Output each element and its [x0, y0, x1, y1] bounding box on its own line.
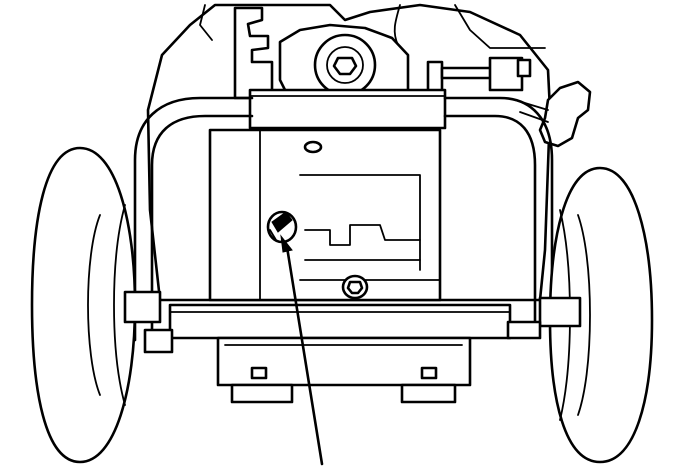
callout-leader [280, 234, 324, 466]
drain-plug [266, 210, 298, 244]
right-wheel [538, 166, 654, 464]
lower-deck [216, 336, 472, 404]
roll-bar [133, 96, 554, 342]
left-wheel [30, 146, 162, 464]
axle-frame [143, 303, 542, 354]
top-crossbar [248, 88, 447, 130]
engine-block [208, 128, 442, 302]
